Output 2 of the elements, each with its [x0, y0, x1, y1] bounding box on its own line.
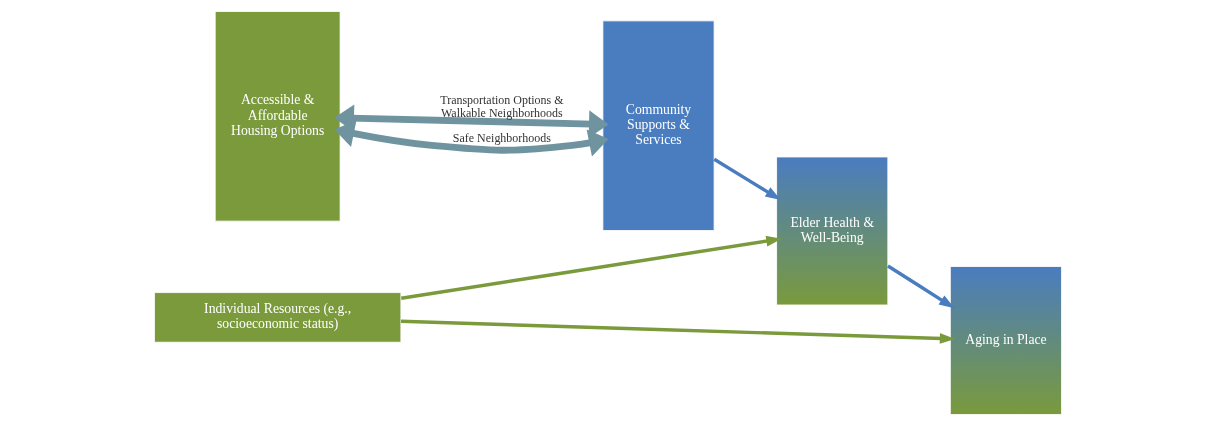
edge-label: Transportation Options & Walkable Neighborhoods: [439, 93, 564, 121]
edge-label: Safe Neighborhoods: [452, 131, 551, 146]
